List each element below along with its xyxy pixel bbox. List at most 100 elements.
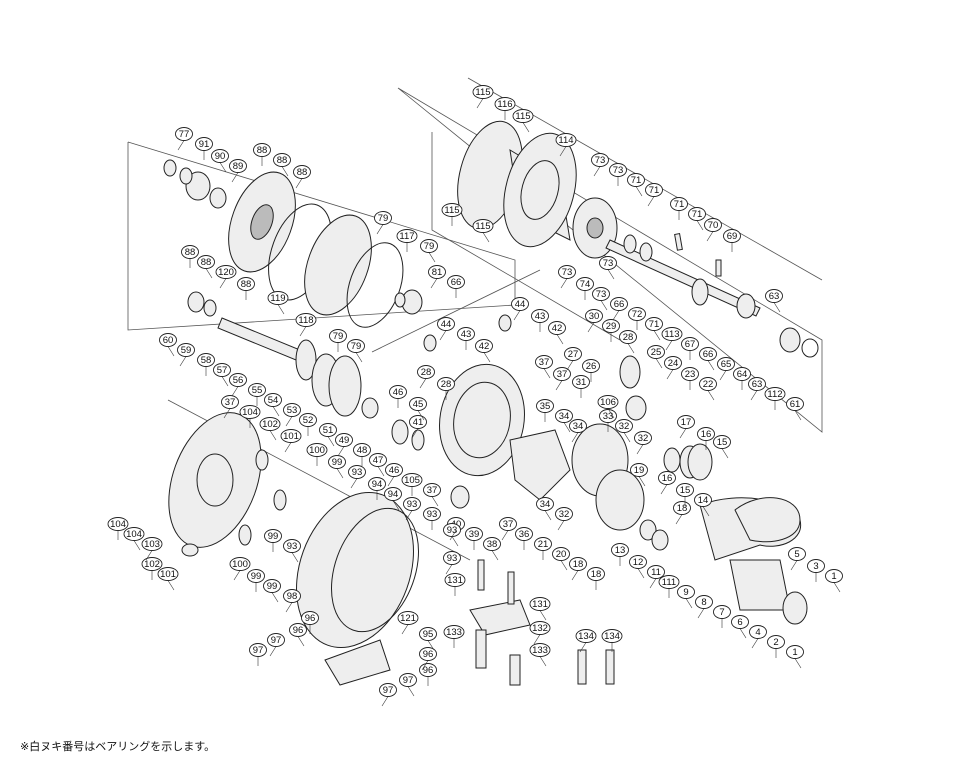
part-label-18: 18	[587, 567, 605, 581]
svg-text:88: 88	[297, 167, 308, 178]
part-label-15: 15	[713, 435, 731, 449]
svg-text:69: 69	[727, 231, 738, 242]
part-label-38: 38	[483, 537, 501, 551]
part-label-104: 104	[239, 405, 261, 419]
part-label-20: 20	[552, 547, 570, 561]
svg-text:99: 99	[251, 571, 262, 582]
part-label-93: 93	[443, 551, 461, 565]
part-label-9: 9	[677, 585, 695, 599]
part-label-74: 74	[576, 277, 594, 291]
svg-text:101: 101	[160, 569, 176, 580]
part-label-34: 34	[536, 497, 554, 511]
svg-text:74: 74	[580, 279, 591, 290]
leader-line-44	[439, 330, 447, 341]
part-label-73: 73	[599, 256, 617, 270]
part-label-118: 118	[295, 313, 317, 327]
part-label-95: 95	[419, 627, 437, 641]
leader-line-32	[623, 432, 631, 443]
svg-text:104: 104	[242, 407, 258, 418]
part-label-42: 42	[548, 321, 566, 335]
part-label-34: 34	[555, 409, 573, 423]
leader-line-11	[649, 578, 657, 589]
svg-text:131: 131	[447, 575, 463, 586]
part-label-32: 32	[555, 507, 573, 521]
leader-line-49	[337, 446, 345, 457]
svg-text:88: 88	[277, 155, 288, 166]
svg-text:99: 99	[267, 581, 278, 592]
part-label-3: 3	[807, 559, 825, 573]
leader-line-42	[483, 352, 491, 363]
svg-text:113: 113	[664, 329, 679, 340]
part-label-88: 88	[237, 277, 255, 291]
leader-line-71	[696, 220, 704, 231]
leader-line-6	[739, 628, 747, 639]
svg-text:73: 73	[613, 165, 624, 176]
svg-text:47: 47	[373, 455, 384, 466]
leader-line-101	[284, 442, 292, 453]
svg-text:58: 58	[201, 355, 212, 366]
part-label-16: 16	[697, 427, 715, 441]
leader-line-102	[269, 430, 277, 441]
svg-text:30: 30	[589, 311, 600, 322]
svg-text:102: 102	[262, 419, 278, 430]
svg-text:134: 134	[604, 631, 620, 642]
part-label-58: 58	[197, 353, 215, 367]
part-label-79: 79	[374, 211, 392, 225]
svg-text:103: 103	[144, 539, 160, 550]
leader-line-131	[539, 610, 547, 621]
leader-line-133	[539, 656, 547, 667]
leader-line-40	[449, 530, 457, 541]
svg-text:38: 38	[487, 539, 498, 550]
part-label-63: 63	[748, 377, 766, 391]
svg-text:21: 21	[538, 539, 549, 550]
svg-text:100: 100	[309, 445, 325, 456]
svg-text:37: 37	[539, 357, 550, 368]
leader-line-93	[451, 536, 459, 547]
svg-text:26: 26	[586, 361, 597, 372]
part-label-27: 27	[564, 347, 582, 361]
leader-line-73	[560, 278, 568, 289]
part-label-97: 97	[399, 673, 417, 687]
part-label-32: 32	[615, 419, 633, 433]
leader-line-95	[427, 640, 435, 651]
svg-text:15: 15	[680, 485, 691, 496]
part-label-41: 41	[409, 415, 427, 429]
leader-line-115	[482, 232, 490, 243]
svg-text:27: 27	[568, 349, 579, 360]
svg-text:39: 39	[469, 529, 480, 540]
leader-line-121	[401, 624, 409, 635]
svg-text:42: 42	[479, 341, 490, 352]
part-label-30: 30	[585, 309, 603, 323]
svg-text:18: 18	[677, 503, 688, 514]
svg-text:88: 88	[257, 145, 268, 156]
leader-line-71	[647, 196, 655, 207]
leader-line-9	[685, 598, 693, 609]
svg-text:42: 42	[552, 323, 563, 334]
part-label-90: 90	[211, 149, 229, 163]
part-label-47: 47	[369, 453, 387, 467]
leader-line-47	[377, 466, 385, 477]
leader-line-60	[167, 346, 175, 357]
part-label-71: 71	[645, 317, 663, 331]
svg-text:34: 34	[573, 421, 584, 432]
leader-line-100	[233, 570, 241, 581]
leader-line-104	[133, 540, 141, 551]
part-drawings	[163, 120, 819, 686]
svg-text:93: 93	[427, 509, 438, 520]
svg-text:17: 17	[681, 417, 692, 428]
svg-text:73: 73	[595, 155, 606, 166]
svg-text:97: 97	[253, 645, 264, 656]
svg-text:19: 19	[634, 465, 645, 476]
leader-lines	[117, 98, 841, 707]
part-label-102: 102	[259, 417, 281, 431]
part-label-88: 88	[253, 143, 271, 157]
part-label-115: 115	[472, 219, 494, 233]
leader-line-32	[636, 444, 644, 455]
part-label-35: 35	[536, 399, 554, 413]
part-label-88: 88	[181, 245, 199, 259]
leader-line-18	[571, 570, 579, 581]
part-label-28: 28	[417, 365, 435, 379]
part-label-96: 96	[289, 623, 307, 637]
svg-text:88: 88	[201, 257, 212, 268]
part-label-103: 103	[141, 537, 163, 551]
